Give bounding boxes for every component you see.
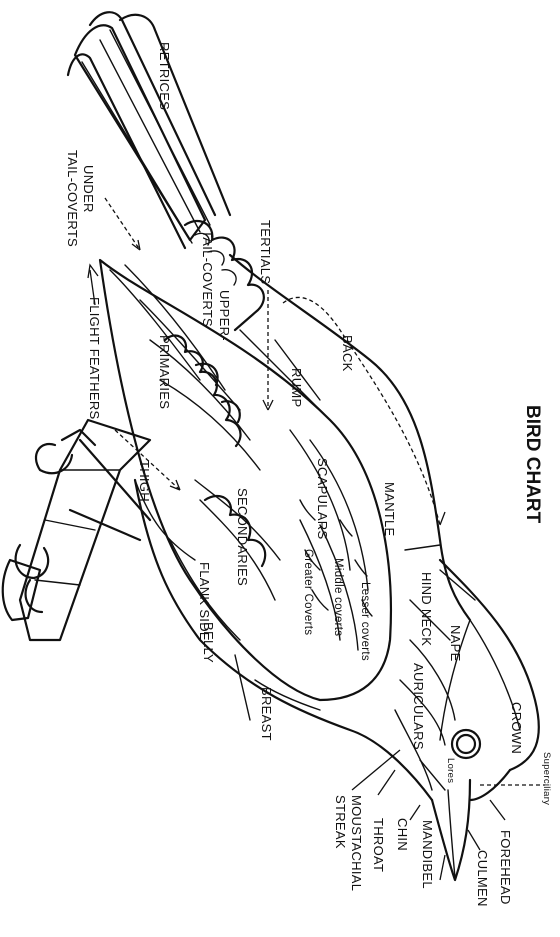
label-scapulars: SCAPULARS	[315, 458, 330, 539]
label-lesser-coverts: Lesser coverts	[359, 582, 371, 661]
label-mandibel: MANDIBEL	[420, 820, 435, 889]
label-belly: BELLY	[201, 622, 216, 663]
label-secondaries: SECONDARIES	[235, 488, 250, 586]
label-auriculars: AURICULARS	[411, 663, 426, 750]
label-rump: RUMP	[289, 368, 304, 407]
label-chin: CHIN	[395, 818, 410, 851]
label-mantle: MANTLE	[382, 482, 397, 537]
label-breast: BREAST	[259, 687, 274, 741]
label-nape: NAPE	[448, 625, 463, 662]
branch	[3, 420, 150, 640]
label-back: BACK	[340, 335, 355, 372]
label-under-tail-coverts-line2: TAIL-COVERTS	[65, 150, 80, 247]
label-culmen: CULMEN	[475, 850, 490, 907]
label-upper-tail-coverts-line2: TAIL-COVERTS	[200, 230, 215, 327]
label-crown: CROWN	[509, 702, 524, 754]
label-tertials: TERTIALS	[258, 220, 273, 284]
label-flight-feathers: FLIGHT FEATHERS	[87, 297, 102, 420]
label-thigh: THIGH	[137, 460, 152, 502]
label-retrices: RETRICES	[157, 42, 172, 110]
label-greater-coverts: Greater Coverts	[302, 549, 314, 635]
label-moustachial-line1: MOUSTACHIAL	[349, 795, 364, 891]
labels: RETRICES UNDER TAIL-COVERTS TERTIALS UPP…	[65, 42, 552, 907]
label-lores: Lores	[445, 758, 456, 783]
label-moustachial-line2: STREAK	[333, 795, 348, 849]
label-superciliary: Superciliary	[541, 752, 552, 805]
label-primaries: PRIMARIES	[157, 335, 172, 409]
label-throat: THROAT	[371, 818, 386, 872]
chart-title: BIRD CHART	[522, 405, 543, 524]
label-upper-tail-coverts-line1: UPPER-	[217, 290, 232, 341]
label-hind-neck: HIND NECK	[419, 572, 434, 646]
label-forehead: FOREHEAD	[498, 830, 513, 905]
label-under-tail-coverts-line1: UNDER	[81, 165, 96, 213]
label-middle-coverts: Middle coverts	[332, 558, 344, 636]
